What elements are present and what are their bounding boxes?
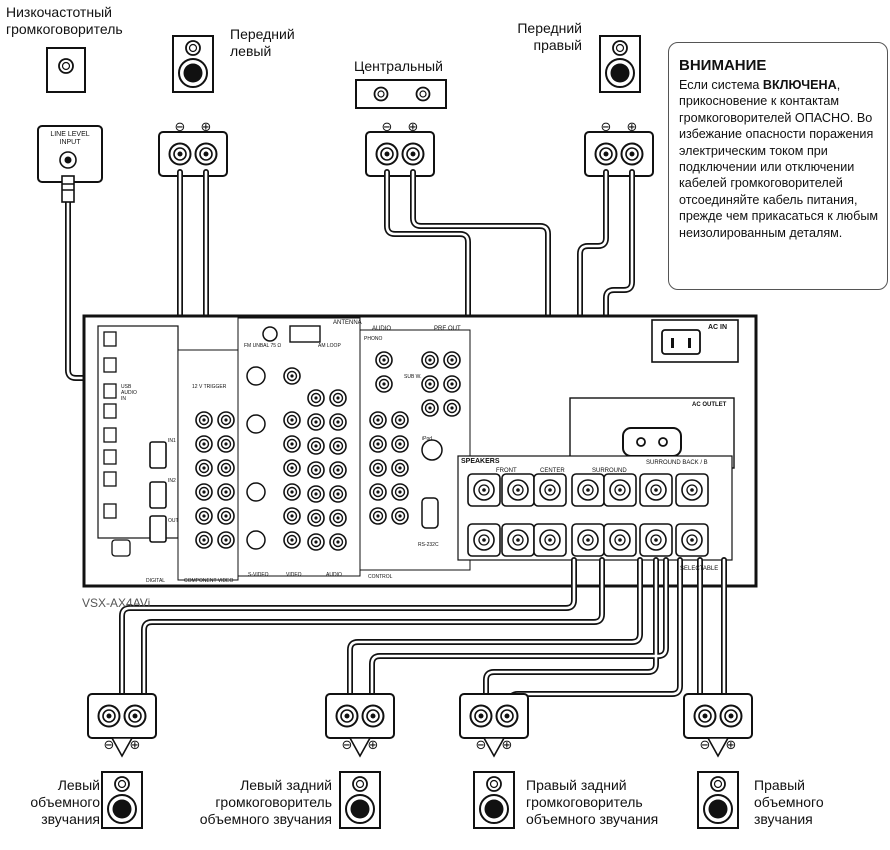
svg-text:⊕: ⊕ bbox=[726, 738, 737, 753]
svg-text:⊕: ⊕ bbox=[130, 738, 141, 753]
surround-right-label-line2: объемного bbox=[754, 794, 824, 810]
center-speaker-icon bbox=[355, 79, 447, 109]
svg-text:⊕: ⊕ bbox=[502, 738, 513, 753]
svg-text:⊖: ⊖ bbox=[342, 738, 353, 753]
receiver-component-video-label: COMPONENT VIDEO bbox=[184, 578, 234, 584]
subwoofer-input-label-line2: INPUT bbox=[59, 139, 81, 146]
surround-right-speaker-icon bbox=[697, 771, 739, 829]
surround-back-right-label-line2: громкоговоритель bbox=[526, 794, 643, 810]
receiver-digital-label: DIGITAL bbox=[146, 578, 166, 584]
receiver-pre-out-label: PRE OUT bbox=[434, 326, 461, 332]
surround-back-left-label: Левый задний громкоговоритель объемного … bbox=[170, 777, 332, 828]
warning-title: ВНИМАНИЕ bbox=[679, 57, 767, 74]
subwoofer-label-line1: Низкочастотный bbox=[6, 4, 112, 20]
svg-text:⊖: ⊖ bbox=[382, 120, 393, 135]
warning-box: ВНИМАНИЕ Если система ВКЛЮЧЕНА, прикосно… bbox=[668, 42, 888, 290]
receiver-model-label: VSX-AX4AVi bbox=[82, 596, 151, 610]
svg-text:⊖: ⊖ bbox=[175, 120, 186, 135]
polarity-marks: ⊖ ⊕ ⊖ ⊕ ⊖ ⊕ ⊖ ⊕ ⊖ ⊕ ⊖ ⊕ ⊖ ⊕ bbox=[104, 120, 737, 753]
svg-text:⊖: ⊖ bbox=[104, 738, 115, 753]
front-right-label: Передний правый bbox=[500, 20, 582, 54]
surround-back-left-label-line2: громкоговоритель bbox=[215, 794, 332, 810]
receiver-center-label: CENTER bbox=[540, 468, 565, 474]
surround-right-label-line3: звучания bbox=[754, 811, 813, 827]
receiver-fm-label: FM UNBAL 75 Ω bbox=[244, 343, 282, 349]
receiver-audio-section-label: AUDIO bbox=[326, 572, 342, 578]
svg-text:⊕: ⊕ bbox=[368, 738, 379, 753]
svg-text:⊕: ⊕ bbox=[201, 120, 212, 135]
surround-back-right-terminals-icon bbox=[459, 693, 529, 739]
receiver-selectable-label: SELECTABLE bbox=[680, 566, 719, 572]
svg-text:⊖: ⊖ bbox=[700, 738, 711, 753]
subwoofer-input-label: LINE LEVEL INPUT bbox=[40, 131, 100, 147]
surround-back-right-label-line3: объемного звучания bbox=[526, 811, 659, 827]
surround-back-left-label-line3: объемного звучания bbox=[199, 811, 332, 827]
svg-text:⊖: ⊖ bbox=[476, 738, 487, 753]
front-left-speaker-icon bbox=[172, 35, 214, 93]
receiver-hdmi-in1-label: IN1 bbox=[168, 438, 176, 444]
center-terminals-icon bbox=[365, 131, 435, 177]
center-label: Центральный bbox=[354, 58, 443, 74]
receiver-rear-panel bbox=[82, 314, 758, 588]
front-right-label-line2: правый bbox=[533, 37, 582, 53]
receiver-ac-outlet-label: AC OUTLET bbox=[692, 402, 727, 408]
receiver-antenna-label: ANTENNA bbox=[333, 320, 362, 326]
surround-back-left-speaker-icon bbox=[339, 771, 381, 829]
front-left-terminals-icon bbox=[158, 131, 228, 177]
receiver-usb-label: USB AUDIO IN bbox=[121, 384, 137, 402]
svg-text:⊕: ⊕ bbox=[408, 120, 419, 135]
subwoofer-line-input bbox=[37, 125, 103, 183]
surround-right-label-line1: Правый bbox=[754, 777, 805, 793]
receiver-rs232c-label: RS-232C bbox=[418, 542, 439, 548]
surround-left-label-line2: объемного bbox=[30, 794, 100, 810]
front-left-label-line1: Передний bbox=[230, 26, 295, 42]
surround-left-label-line1: Левый bbox=[57, 777, 100, 793]
receiver-phono-label: PHONO bbox=[364, 336, 383, 342]
surround-left-label: Левый объемного звучания bbox=[10, 777, 100, 828]
receiver-front-label: FRONT bbox=[496, 468, 517, 474]
receiver-control-label: CONTROL bbox=[368, 574, 393, 580]
receiver-hdmi-out-label: OUT bbox=[168, 518, 179, 524]
front-right-terminals-icon bbox=[584, 131, 654, 177]
surround-left-label-line3: звучания bbox=[41, 811, 100, 827]
surround-back-right-speaker-icon bbox=[473, 771, 515, 829]
warning-text: Если система ВКЛЮЧЕНА, прикосновение к к… bbox=[679, 77, 879, 241]
front-right-speaker-icon bbox=[599, 35, 641, 93]
receiver-speakers-label: SPEAKERS bbox=[461, 458, 500, 465]
warning-text-part1: Если система bbox=[679, 78, 763, 92]
receiver-ipod-label: iPod bbox=[422, 436, 433, 442]
subwoofer-input-label-line1: LINE LEVEL bbox=[50, 131, 90, 138]
svg-text:⊖: ⊖ bbox=[601, 120, 612, 135]
subwoofer-speaker bbox=[46, 47, 86, 93]
warning-text-bold: ВКЛЮЧЕНА bbox=[762, 78, 837, 92]
surround-right-label: Правый объемного звучания bbox=[754, 777, 824, 828]
surround-back-right-label: Правый задний громкоговоритель объемного… bbox=[526, 777, 658, 828]
receiver-video-label: VIDEO bbox=[286, 572, 302, 578]
surround-left-speaker-icon bbox=[101, 771, 143, 829]
receiver-am-loop-label: AM LOOP bbox=[318, 343, 341, 349]
receiver-subw-label: SUB W. bbox=[404, 374, 422, 380]
subwoofer-label-line2: громкоговоритель bbox=[6, 21, 123, 37]
surround-left-terminals-icon bbox=[87, 693, 157, 739]
receiver-surround-back-label: SURROUND BACK / B bbox=[646, 460, 708, 466]
surround-back-left-terminals-icon bbox=[325, 693, 395, 739]
surround-back-left-label-line1: Левый задний bbox=[240, 777, 332, 793]
surround-right-terminals-icon bbox=[683, 693, 753, 739]
receiver-svideo-label: S-VIDEO bbox=[248, 572, 269, 578]
surround-back-right-label-line1: Правый задний bbox=[526, 777, 627, 793]
receiver-ac-in-label: AC IN bbox=[708, 324, 728, 331]
front-left-label: Передний левый bbox=[230, 26, 295, 60]
receiver-audio-label: AUDIO bbox=[372, 326, 392, 332]
front-left-label-line2: левый bbox=[230, 43, 272, 59]
svg-text:⊕: ⊕ bbox=[627, 120, 638, 135]
receiver-surround-label: SURROUND bbox=[592, 468, 627, 474]
front-right-label-line1: Передний bbox=[517, 20, 582, 36]
receiver-trigger-label: 12 V TRIGGER bbox=[192, 384, 227, 390]
receiver-hdmi-in2-label: IN2 bbox=[168, 478, 176, 484]
subwoofer-label: Низкочастотный громкоговоритель bbox=[6, 4, 123, 38]
warning-text-part2: , прикосновение к контактам громкоговори… bbox=[679, 78, 879, 240]
